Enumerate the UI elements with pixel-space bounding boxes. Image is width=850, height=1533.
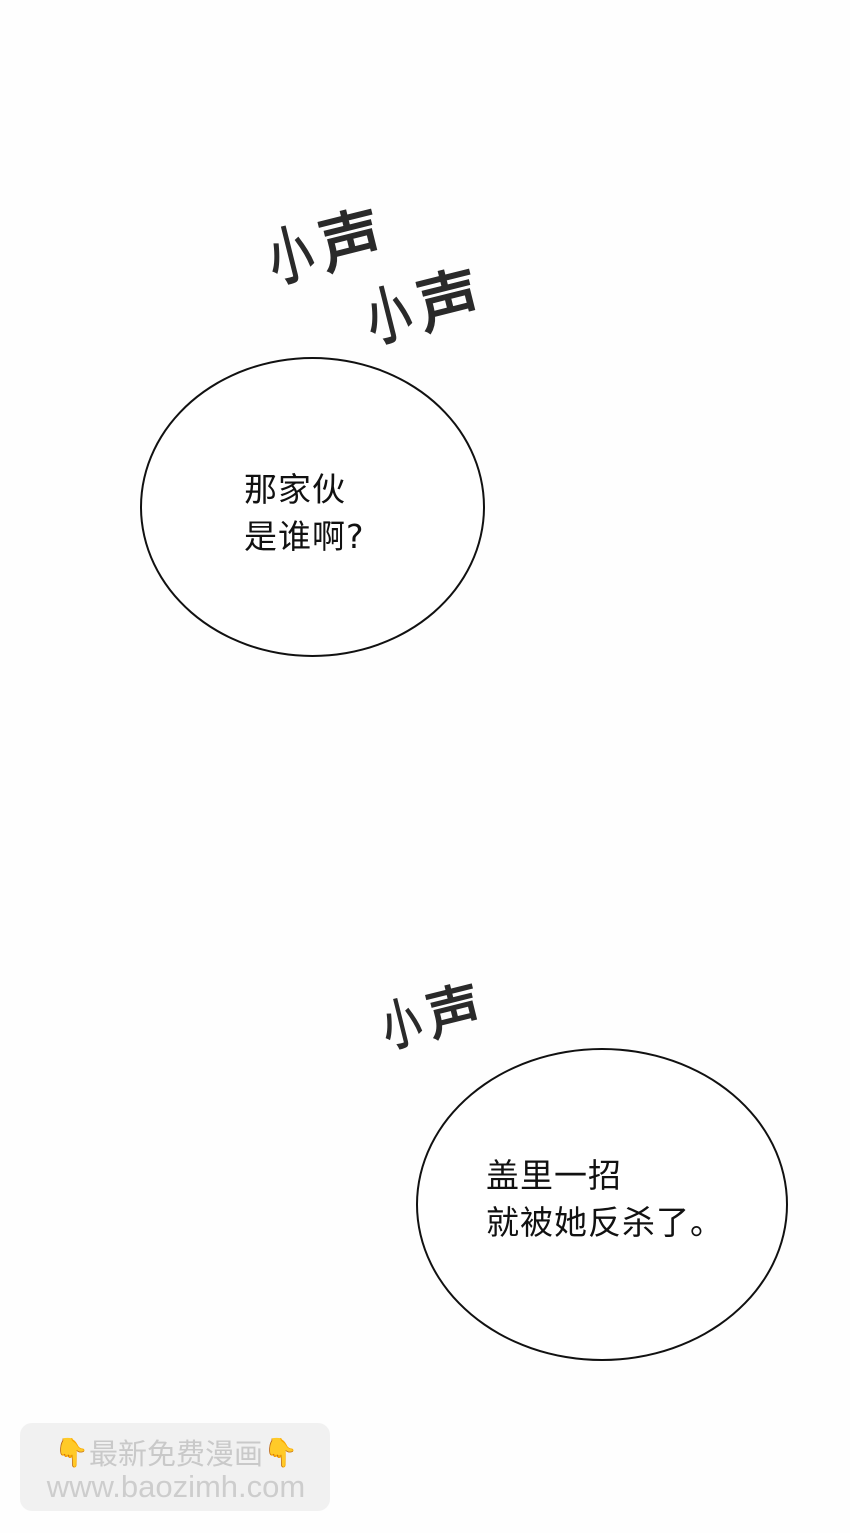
sfx-char: 小 [358, 275, 419, 357]
watermark-title-text: 最新免费漫画 [88, 1437, 263, 1471]
pointing-down-hand-icon: 👇 [54, 1436, 89, 1469]
sfx-char: 声 [420, 974, 488, 1049]
watermark-title: 👇最新免费漫画👇 [36, 1431, 316, 1473]
sfx-char: 声 [409, 258, 488, 344]
watermark-url[interactable]: www.baozimh.com [46, 1469, 306, 1504]
sfx-whisper-1: 小声 [253, 198, 390, 297]
sfx-char: 声 [311, 198, 390, 284]
sfx-whisper-3: 小声 [369, 974, 488, 1060]
watermark-banner[interactable]: 👇最新免费漫画👇 www.baozimh.com [20, 1423, 330, 1511]
sfx-whisper-2: 小声 [351, 258, 488, 357]
sfx-char: 小 [375, 989, 428, 1060]
speech-bubble-1-text: 那家伙 是谁啊? [244, 470, 365, 556]
speech-bubble-1 [140, 357, 485, 657]
pointing-down-hand-icon: 👇 [263, 1436, 298, 1469]
speech-bubble-2-text: 盖里一招 就被她反杀了。 [486, 1156, 724, 1242]
speech-bubble-2 [416, 1048, 788, 1361]
sfx-char: 小 [260, 215, 321, 297]
